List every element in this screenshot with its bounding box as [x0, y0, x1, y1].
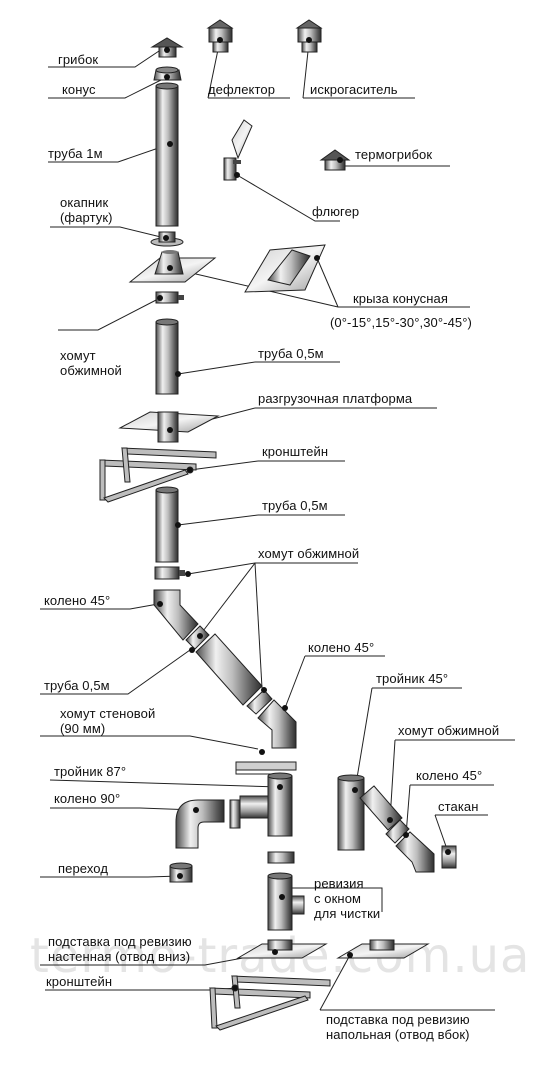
label-homut-stenovoy: хомут стеновой (90 мм): [60, 706, 156, 736]
truba-05-3-drawing: [189, 633, 263, 706]
kryza-angled-drawing: [244, 244, 326, 293]
razgruzochnaya-drawing: [118, 411, 220, 443]
homut-3-drawing: [267, 851, 295, 864]
homut-stenovoy-drawing: [235, 749, 297, 775]
koleno45-3-drawing: [395, 831, 435, 873]
homut-4-drawing: [385, 817, 410, 844]
label-kryza-angles: (0°-15°,15°-30°,30°-45°): [330, 315, 472, 330]
label-koleno45-2: колено 45°: [308, 640, 375, 655]
stakan-drawing: [441, 845, 457, 869]
label-homut-obzhimnoy-3: хомут обжимной: [398, 723, 500, 738]
label-truba-05-1: труба 0,5м: [258, 346, 324, 361]
label-truba-05-3: труба 0,5м: [44, 678, 110, 693]
label-kryza: крыза конусная: [353, 291, 449, 306]
fluger-drawing: [223, 119, 253, 181]
label-podstavka-nastennaya: подставка под ревизию настенная (отвод в…: [48, 934, 192, 964]
label-kronshteyn-2: кронштейн: [46, 974, 113, 989]
label-stakan: стакан: [438, 799, 479, 814]
deflektor-drawing: [206, 19, 234, 53]
konus-drawing: [153, 66, 182, 81]
label-fluger: флюгер: [312, 204, 360, 219]
label-homut-obzhimnoy-2: хомут обжимной: [258, 546, 360, 561]
podstavka-napolnaya-drawing: [336, 939, 430, 959]
truba-05-1-drawing: [155, 318, 181, 395]
koleno45-1-drawing: [153, 589, 199, 641]
troynik87-drawing: [239, 772, 293, 837]
label-troynik87: тройник 87°: [54, 764, 127, 779]
label-termogribok: термогрибок: [355, 147, 433, 162]
label-koleno45-3: колено 45°: [416, 768, 483, 783]
label-podstavka-napolnaya: подставка под ревизию напольная (отвод в…: [326, 1012, 470, 1042]
kryza-flat-drawing: [128, 250, 217, 283]
label-koleno45-1: колено 45°: [44, 593, 111, 608]
label-koleno90: колено 90°: [54, 791, 121, 806]
label-gribok: грибок: [58, 52, 99, 67]
reviziya-drawing: [267, 872, 305, 931]
label-reviziya: ревизия с окном для чистки: [314, 876, 381, 921]
label-homut-obzhimnoy-1: хомут обжимной: [60, 348, 122, 378]
label-truba-1m: труба 1м: [48, 146, 103, 161]
label-iskrogasitel: искрогаситель: [310, 82, 398, 97]
kronshteyn-1-drawing: [99, 447, 217, 503]
termogribok-drawing: [319, 149, 351, 171]
label-konus: конус: [62, 82, 96, 97]
label-truba-05-2: труба 0,5м: [262, 498, 328, 513]
homut-2-drawing: [154, 566, 191, 580]
label-okapnik: окапник (фартук): [60, 195, 113, 225]
homut-diag-drawing: [185, 625, 210, 650]
label-perehod: переход: [58, 861, 109, 876]
podstavka-nastennaya-drawing: [236, 939, 328, 959]
koleno90-drawing: [175, 799, 241, 849]
kronshteyn-2-drawing: [209, 975, 331, 1031]
label-deflektor: дефлектор: [208, 82, 276, 97]
homut-1-drawing: [155, 291, 184, 304]
okapnik-drawing: [150, 231, 184, 247]
gribok-cap-drawing: [150, 37, 184, 58]
koleno45-2-drawing: [257, 699, 297, 749]
iskrogasitel-drawing: [295, 19, 323, 53]
label-troynik45: тройник 45°: [376, 671, 449, 686]
homut-diag2-drawing: [246, 687, 273, 715]
truba-1m-drawing: [155, 82, 179, 227]
label-razgruzochnaya: разгрузочная платформа: [258, 391, 413, 406]
truba-05-2-drawing: [155, 486, 181, 563]
label-kronshteyn-1: кронштейн: [262, 444, 329, 459]
perehod-drawing: [169, 862, 193, 883]
